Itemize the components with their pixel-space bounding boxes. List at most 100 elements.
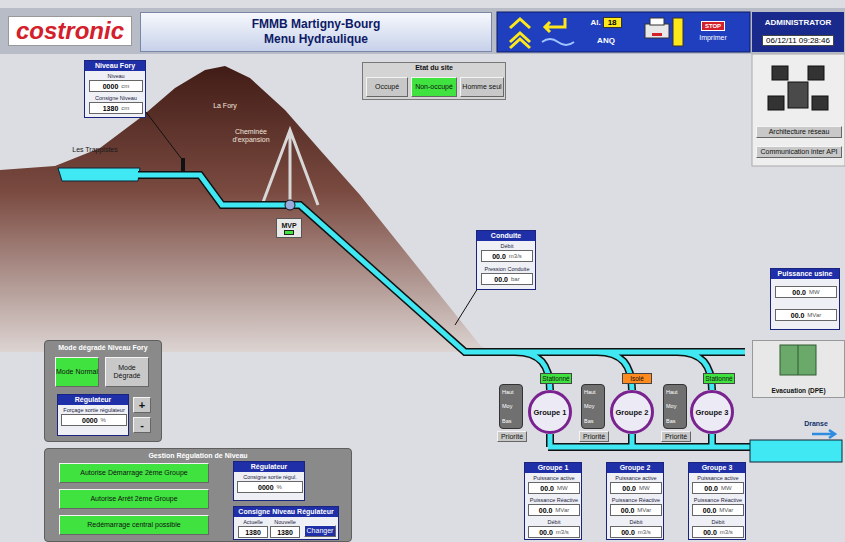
value-panel: RégulateurForçage sortie régulateur0000%: [57, 394, 129, 436]
value-box: 0000%: [61, 414, 127, 426]
label-text: Haut: [502, 389, 522, 395]
value-box: 00.0MW: [610, 482, 662, 494]
label-text: Menu Hydraulique: [264, 32, 368, 47]
push-button: Non-occupé: [411, 77, 457, 97]
panel-title: Etat du site: [363, 63, 505, 73]
unit-text: MW: [557, 485, 568, 491]
value-field: Pression Conduite00.0bar: [481, 266, 533, 285]
push-button: Occupé: [366, 77, 408, 97]
penstock-water: [138, 175, 745, 390]
value-panel: Consigne Niveau RégulateurActuelle1380No…: [233, 506, 339, 540]
reservoir-water: [58, 168, 140, 181]
label-text: Haut: [666, 389, 686, 395]
push-button: Communication inter API: [756, 146, 842, 158]
label-text: Mode Dégradé: [106, 364, 148, 380]
field-caption: Niveau: [107, 73, 124, 80]
unit-text: m3/s: [556, 529, 569, 535]
field-caption: Puissance active: [615, 475, 656, 482]
network-panel: [752, 54, 845, 166]
push-button: Autorise Démarrage 2ème Groupe: [59, 463, 209, 483]
value-field: Puissance active00.0MW: [528, 475, 580, 494]
place-label: Cheminée d'expansion: [224, 128, 278, 144]
push-button: +: [133, 397, 151, 413]
field-caption: Débit: [501, 243, 514, 250]
label-text: Isolé: [630, 375, 644, 382]
push-button: -: [133, 417, 151, 433]
value-text: 00.0: [539, 507, 553, 514]
printer-light: [652, 33, 662, 36]
value-box: 00.0m3/s: [610, 526, 662, 538]
label-text: Evacuation (DPE): [771, 387, 825, 394]
label-text: Occupé: [375, 83, 399, 91]
value-box: 00.0MW: [528, 482, 580, 494]
value-panel: Groupe 1Puissance active00.0MWPuissance …: [524, 462, 582, 540]
label-text: Autorise Arrêt 2ème Groupe: [90, 495, 177, 503]
value-text: 00.0: [791, 312, 805, 319]
field-caption: Puissance Réactive: [612, 497, 660, 504]
value-panel: ConduiteDébit00.0m3/sPression Conduite00…: [476, 230, 536, 290]
value-text: 00.0: [540, 485, 554, 492]
turbine-group: Groupe 3: [690, 390, 734, 434]
panel-title: Puissance usine: [771, 269, 839, 279]
label-text: Priorité: [501, 433, 523, 441]
value-panel: RégulateurConsigne sortie régul.0000%: [233, 461, 305, 501]
print-button: STOPImprimer: [688, 14, 738, 48]
toolbar: [497, 12, 750, 52]
level-gauge: HautMoyBas: [499, 384, 523, 429]
value-text: 00.0: [792, 289, 806, 296]
alarm-counter: Al.18ANQ: [578, 14, 634, 48]
value-box: 00.0m3/s: [692, 526, 744, 538]
push-button: Architecture réseau: [756, 126, 842, 138]
panel-title: Gestion Régulation de Niveau: [45, 449, 351, 461]
panel-title: Groupe 3: [689, 463, 745, 473]
value-box: 00.0MVar: [610, 504, 662, 516]
field-caption: Actuelle: [243, 519, 263, 526]
value-text: 00.0: [703, 507, 717, 514]
label-text: Non-occupé: [415, 83, 453, 91]
monitor-icon: [768, 96, 784, 110]
value-field: Nouvelle1380: [270, 519, 300, 538]
value-box: 00.0MVar: [692, 504, 744, 516]
unit-text: MVar: [637, 507, 651, 513]
value-box: 1380cm: [89, 102, 143, 114]
status-tag: Stationné: [703, 373, 735, 384]
value-text: 1380: [103, 105, 119, 112]
field-caption: Nouvelle: [274, 519, 295, 526]
level-gauge: HautMoyBas: [663, 384, 687, 429]
label-text: Moy: [666, 403, 686, 409]
value-box: 1380: [238, 526, 268, 538]
value-field: Puissance active00.0MW: [692, 475, 744, 494]
unit-text: cm: [121, 105, 129, 111]
state-panel: Etat du siteOccupéNon-occupéHomme seul: [362, 62, 506, 100]
push-button: Priorité: [497, 431, 527, 442]
field-caption: Puissance Réactive: [530, 497, 578, 504]
label-text: Groupe 3: [696, 408, 729, 417]
push-button: Redémarrage central possible: [59, 515, 209, 535]
level-gauge: HautMoyBas: [581, 384, 605, 429]
value-field: Débit00.0m3/s: [481, 243, 533, 262]
evacuation-box: Evacuation (DPE): [752, 340, 845, 398]
value-box: 1380: [270, 526, 300, 538]
unit-text: MVar: [555, 507, 569, 513]
unit-text: m3/s: [720, 529, 733, 535]
value-text: 00.0: [703, 529, 717, 536]
label-text: ADMINISTRATOR: [765, 18, 831, 27]
value-field: Débit00.0m3/s: [692, 519, 744, 538]
field-caption: Puissance active: [697, 475, 738, 482]
label-text: Haut: [584, 389, 604, 395]
return-icon: [545, 18, 565, 32]
label-text: 06/12/11 09:28:46: [762, 35, 834, 46]
value-text: 00.0: [492, 253, 506, 260]
label-text: Bas: [666, 418, 686, 424]
field-caption: Consigne Niveau: [95, 95, 137, 102]
unit-text: %: [101, 417, 106, 423]
value-box: 00.0bar: [481, 273, 533, 285]
label-text: Priorité: [665, 433, 687, 441]
label-text: Al.: [590, 18, 600, 27]
leader-line: [455, 288, 478, 325]
label-text: MVP: [281, 222, 296, 229]
status-tag: Stationné: [540, 373, 572, 384]
field-caption: Consigne sortie régul.: [243, 474, 297, 481]
